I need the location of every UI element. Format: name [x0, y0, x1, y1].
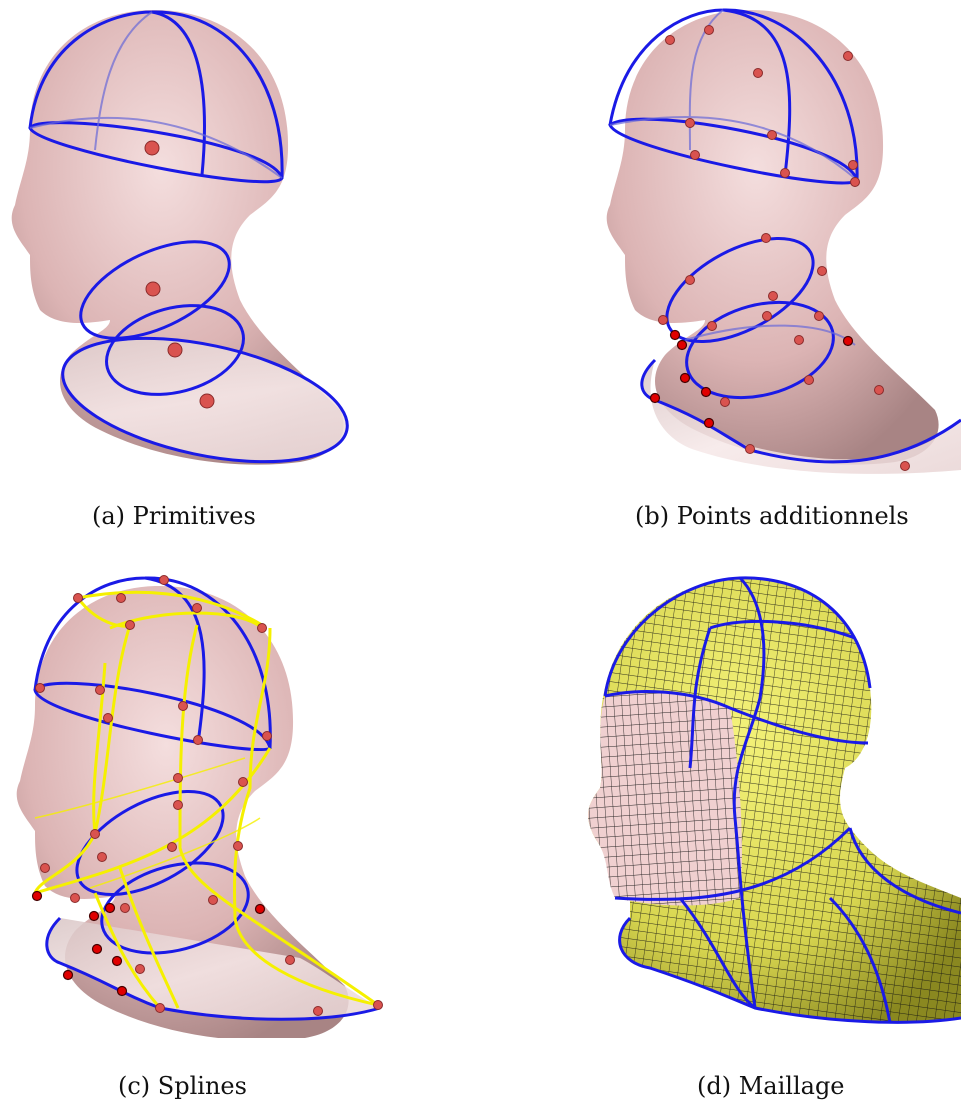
panel-c-figure — [0, 568, 390, 1038]
panel-b-figure — [595, 0, 961, 480]
panel-a-figure — [0, 0, 370, 480]
caption-c: (c) Splines — [118, 1072, 247, 1100]
panel-d-figure — [580, 568, 961, 1038]
head-splines-illustration — [0, 568, 390, 1038]
caption-b: (b) Points additionnels — [635, 502, 909, 530]
caption-d: (d) Maillage — [697, 1072, 845, 1100]
caption-a: (a) Primitives — [92, 502, 256, 530]
head-primitives-illustration — [0, 0, 370, 480]
head-mesh-illustration — [580, 568, 961, 1038]
head-additional-points-illustration — [595, 0, 961, 480]
